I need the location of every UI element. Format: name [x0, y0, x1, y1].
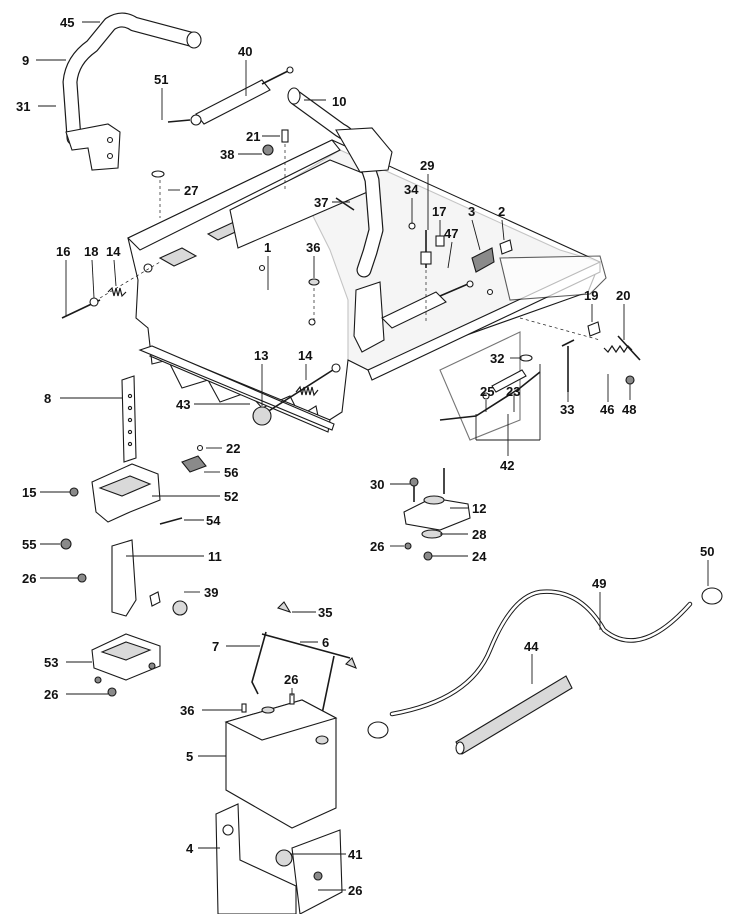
callout-43: 43 — [176, 397, 190, 412]
right-steering-handle — [287, 87, 393, 353]
battery-tray — [215, 803, 343, 914]
callout-42: 42 — [500, 458, 514, 473]
bolt-37 — [335, 197, 355, 211]
rubber-strip — [455, 675, 573, 755]
callout-labels: 45 9 31 40 51 10 21 38 27 37 29 34 17 3 … — [16, 15, 714, 898]
callout-11: 11 — [208, 549, 222, 564]
callout-2: 2 — [498, 204, 505, 219]
callout-47: 47 — [444, 226, 458, 241]
callout-17: 17 — [432, 204, 446, 219]
pin-22 — [196, 444, 204, 452]
leader-lines — [36, 21, 709, 891]
callout-33: 33 — [560, 402, 574, 417]
callout-36b: 36 — [180, 703, 194, 718]
battery-tray-lower — [439, 331, 521, 441]
callout-4: 4 — [186, 841, 194, 856]
callout-19: 19 — [584, 288, 598, 303]
callout-48: 48 — [622, 402, 636, 417]
left-tension-parts — [61, 261, 161, 319]
callout-13: 13 — [254, 348, 268, 363]
left-steering-handle — [62, 12, 202, 171]
callout-32: 32 — [490, 351, 504, 366]
callout-12: 12 — [472, 501, 486, 516]
callout-3: 3 — [468, 204, 475, 219]
callout-1: 1 — [264, 240, 271, 255]
callout-23: 23 — [506, 384, 520, 399]
callout-26c: 26 — [44, 687, 58, 702]
callout-30: 30 — [370, 477, 384, 492]
pivot-bolt-group — [408, 222, 513, 322]
callout-50: 50 — [700, 544, 714, 559]
battery-cable — [367, 587, 723, 739]
callout-56: 56 — [224, 465, 238, 480]
roller-39 — [172, 600, 188, 616]
callout-36a: 36 — [306, 240, 320, 255]
block-56 — [181, 455, 207, 473]
callout-53: 53 — [44, 655, 58, 670]
callout-26a: 26 — [370, 539, 384, 554]
nut-38 — [262, 144, 274, 156]
callout-20: 20 — [616, 288, 630, 303]
callout-51: 51 — [154, 72, 168, 87]
callout-31: 31 — [16, 99, 30, 114]
battery — [224, 693, 338, 829]
callout-9: 9 — [22, 53, 29, 68]
callout-27: 27 — [184, 183, 198, 198]
main-frame — [127, 139, 607, 427]
callout-10: 10 — [332, 94, 346, 109]
callout-25: 25 — [480, 384, 494, 399]
callout-35: 35 — [318, 605, 332, 620]
adjustment-bracket — [121, 375, 137, 463]
callout-49: 49 — [592, 576, 606, 591]
callout-46: 46 — [600, 402, 614, 417]
callout-44: 44 — [524, 639, 539, 654]
callout-26b: 26 — [22, 571, 36, 586]
callout-34: 34 — [404, 182, 419, 197]
callout-26d: 26 — [284, 672, 298, 687]
right-tension-parts — [519, 317, 641, 392]
bolt-21 — [281, 129, 289, 143]
bolt-54 — [159, 517, 183, 525]
callout-16: 16 — [56, 244, 70, 259]
callout-40: 40 — [238, 44, 252, 59]
pivot-arm — [60, 538, 137, 617]
callout-24: 24 — [472, 549, 487, 564]
callout-15: 15 — [22, 485, 36, 500]
callout-14a: 14 — [106, 244, 121, 259]
callout-7: 7 — [212, 639, 219, 654]
callout-21: 21 — [246, 129, 260, 144]
callout-52: 52 — [224, 489, 238, 504]
callout-55: 55 — [22, 537, 36, 552]
callout-37: 37 — [314, 195, 328, 210]
callout-26e: 26 — [348, 883, 362, 898]
callout-54: 54 — [206, 513, 221, 528]
callout-18: 18 — [84, 244, 98, 259]
callout-29: 29 — [420, 158, 434, 173]
callout-45: 45 — [60, 15, 74, 30]
callout-38: 38 — [220, 147, 234, 162]
battery-hold-down — [251, 601, 357, 727]
callout-41: 41 — [348, 847, 362, 862]
gas-strut — [167, 66, 294, 126]
side-strut — [381, 280, 474, 329]
frame-rail-edge — [138, 345, 335, 431]
height-lever — [252, 363, 341, 426]
plug-36 — [308, 278, 320, 324]
callout-14b: 14 — [298, 348, 313, 363]
callout-28: 28 — [472, 527, 486, 542]
callout-6: 6 — [322, 635, 329, 650]
callout-8: 8 — [44, 391, 51, 406]
spacer-39 — [149, 591, 161, 607]
mount-53 — [91, 633, 161, 697]
linkage-rod-assembly — [439, 354, 541, 421]
callout-39: 39 — [204, 585, 218, 600]
plug-27 — [151, 170, 165, 178]
engine-mount — [403, 468, 471, 561]
callout-5: 5 — [186, 749, 193, 764]
pivot-bracket — [69, 463, 161, 523]
callout-22: 22 — [226, 441, 240, 456]
